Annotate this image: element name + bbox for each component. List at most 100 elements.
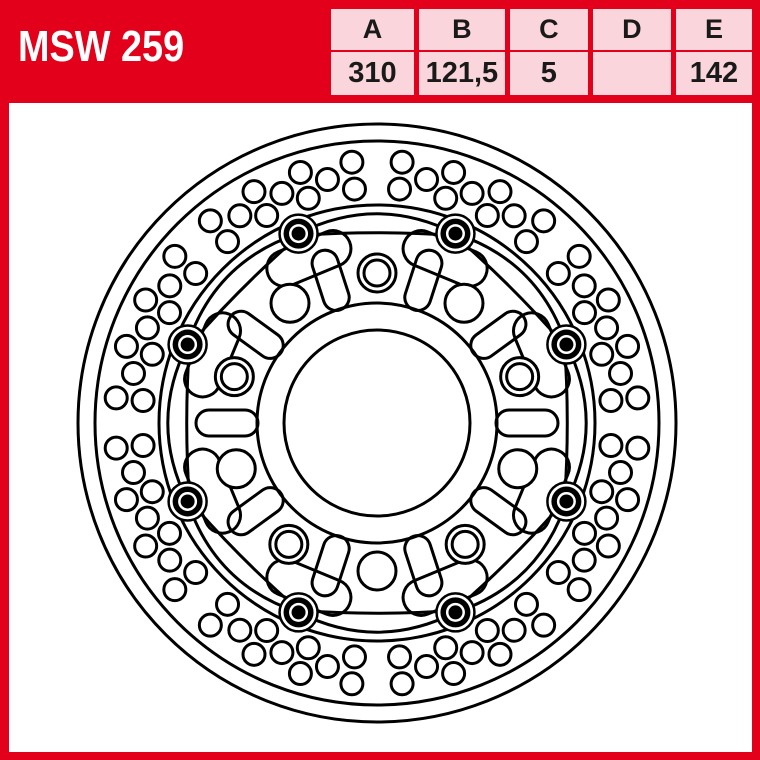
drill-hole	[215, 591, 241, 617]
spec-table-divider	[331, 50, 752, 52]
drawing-frame	[9, 103, 752, 752]
drill-hole	[598, 387, 624, 413]
page-title: MSW 259	[18, 22, 185, 71]
drill-hole	[414, 166, 440, 192]
carrier-inner-slot	[494, 408, 560, 438]
spec-value-a: 310	[331, 52, 414, 95]
drill-hole	[134, 505, 160, 531]
drill-hole	[197, 612, 223, 638]
drill-hole	[589, 479, 615, 505]
drill-hole	[113, 333, 139, 359]
drill-hole	[215, 229, 241, 255]
drill-hole	[314, 654, 340, 680]
drill-hole	[197, 208, 223, 234]
drill-hole	[162, 577, 188, 603]
plain-hole	[215, 448, 257, 490]
float-button-hole	[291, 605, 306, 620]
drill-hole	[474, 203, 500, 229]
drill-hole	[183, 559, 209, 585]
drill-hole	[241, 179, 267, 205]
disc-geometry	[76, 122, 678, 724]
drill-hole	[625, 435, 651, 461]
spec-header-c: C	[509, 9, 588, 51]
drill-hole	[227, 617, 253, 643]
drill-hole	[389, 671, 415, 697]
drill-hole	[531, 208, 557, 234]
drill-hole	[287, 661, 313, 687]
drill-hole	[441, 159, 467, 185]
spec-value-c: 5	[509, 52, 588, 95]
spec-header-b: B	[418, 9, 505, 51]
drill-hole	[139, 479, 165, 505]
spec-value-b: 121,5	[418, 52, 505, 95]
bolt-hole-inner	[362, 258, 392, 288]
drill-hole	[295, 635, 321, 661]
drill-hole	[571, 547, 597, 573]
carrier-inner-slot	[403, 248, 444, 312]
float-button-hole	[448, 605, 463, 620]
drill-hole	[130, 387, 156, 413]
drill-hole	[339, 149, 365, 175]
plain-hole	[443, 282, 485, 324]
drill-hole	[513, 229, 539, 255]
carrier-inner-slot	[194, 408, 260, 438]
drill-hole	[254, 203, 280, 229]
drill-hole	[113, 487, 139, 513]
spec-table-header-row: A B C D E	[331, 9, 752, 51]
spec-value-d	[592, 52, 671, 95]
drill-hole	[157, 273, 183, 299]
drill-hole	[139, 341, 165, 367]
drill-hole	[433, 185, 459, 211]
drill-hole	[314, 166, 340, 192]
drill-hole	[594, 315, 620, 341]
drill-hole	[130, 433, 156, 459]
drill-hole	[341, 644, 367, 670]
spec-table-value-row: 310 121,5 5 142	[331, 52, 752, 95]
float-button-hole	[180, 494, 195, 509]
drill-hole	[157, 520, 183, 546]
drill-hole	[120, 360, 146, 386]
drill-hole	[595, 533, 621, 559]
plain-hole	[356, 550, 398, 592]
drill-hole	[389, 149, 415, 175]
hub-bore-circle	[282, 328, 472, 518]
drill-hole	[157, 547, 183, 573]
bolt-hole-inner	[450, 529, 480, 559]
drill-hole	[157, 300, 183, 326]
drill-hole	[133, 287, 159, 313]
braking-band-inner-edge	[157, 203, 597, 643]
drill-hole	[433, 635, 459, 661]
drill-hole	[571, 300, 597, 326]
float-button-hole	[559, 494, 574, 509]
drill-hole	[608, 460, 634, 486]
drill-hole	[269, 640, 295, 666]
drill-hole	[241, 641, 267, 667]
bolt-hole-inner	[219, 362, 249, 392]
bolt-hole-inner	[274, 529, 304, 559]
drill-hole	[120, 460, 146, 486]
spec-value-e: 142	[675, 52, 752, 95]
drill-hole	[474, 617, 500, 643]
drill-hole	[134, 315, 160, 341]
spec-header-a: A	[331, 9, 414, 51]
spec-header-d: D	[592, 9, 671, 51]
drill-hole	[487, 641, 513, 667]
bolt-hole-inner	[505, 362, 535, 392]
float-button-hole	[180, 337, 195, 352]
drill-hole	[566, 243, 592, 269]
drill-hole	[295, 185, 321, 211]
plain-hole	[497, 448, 539, 490]
drill-hole	[227, 203, 253, 229]
drill-hole	[513, 591, 539, 617]
carrier-inner-slot	[310, 534, 351, 598]
drill-hole	[566, 577, 592, 603]
drill-hole	[459, 640, 485, 666]
drill-hole	[183, 261, 209, 287]
drill-hole	[341, 176, 367, 202]
drill-hole	[162, 243, 188, 269]
drill-hole	[571, 273, 597, 299]
drill-hole	[269, 180, 295, 206]
float-button-hole	[291, 226, 306, 241]
float-button-hole	[559, 337, 574, 352]
drill-hole	[441, 661, 467, 687]
